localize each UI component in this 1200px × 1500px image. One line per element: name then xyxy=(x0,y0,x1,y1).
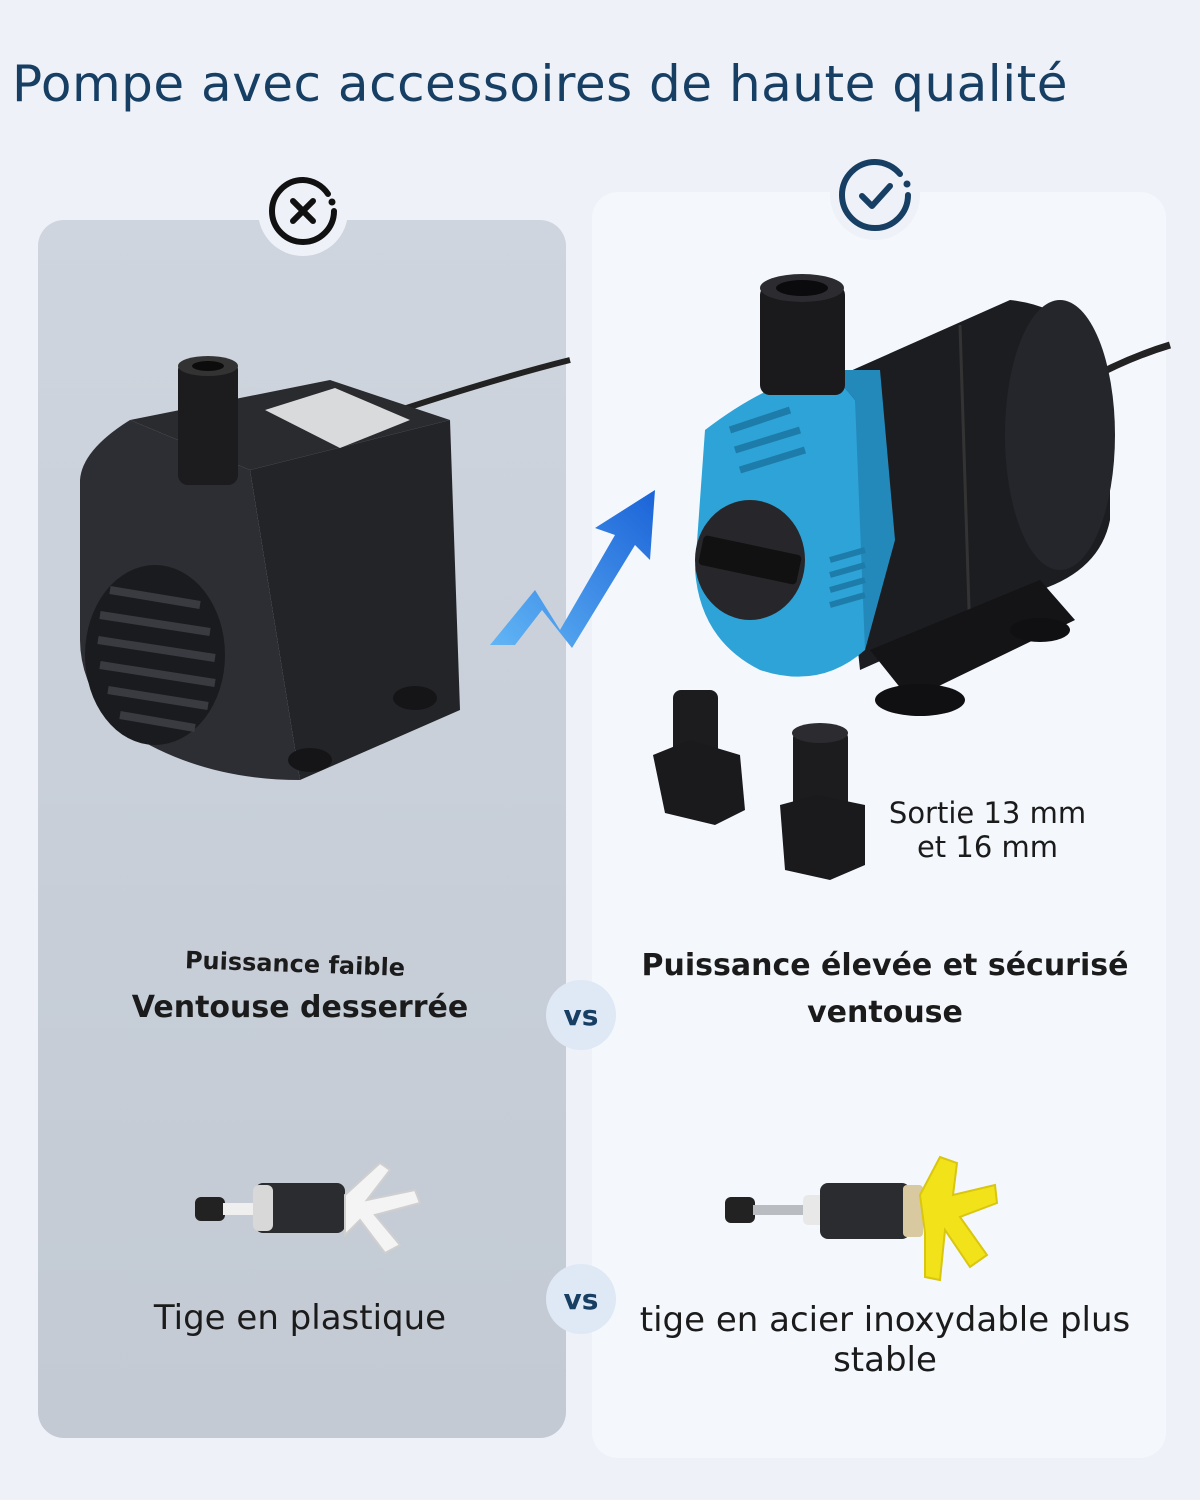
check-circle-badge xyxy=(830,150,920,240)
check-circle-icon xyxy=(839,159,911,231)
steel-shaft-impeller-image xyxy=(725,1155,999,1282)
premium-pump-image xyxy=(695,274,1172,716)
left-feature-line2: Ventouse desserrée xyxy=(131,990,469,1025)
outlet-size-label: Sortie 13 mm et 16 mm xyxy=(880,796,1095,864)
basic-pump-image xyxy=(80,356,571,780)
outlet-size-line2: et 16 mm xyxy=(916,830,1059,864)
vs-badge-shaft: vs xyxy=(546,1264,616,1334)
left-shaft-label: Tige en plastique xyxy=(153,1298,447,1338)
outlet-adapters-image xyxy=(653,690,865,880)
outlet-size-line1: Sortie 13 mm xyxy=(888,796,1087,830)
plastic-shaft-impeller-image xyxy=(195,1161,422,1255)
right-feature-line1: Puissance élevée et sécurisé xyxy=(641,948,1129,983)
vs-badge-features: vs xyxy=(546,980,616,1050)
x-circle-icon xyxy=(269,177,337,245)
right-shaft-label: tige en acier inoxydable plus stable xyxy=(639,1300,1131,1380)
page-title: Pompe avec accessoires de haute qualité xyxy=(12,55,1068,113)
right-feature-line2: ventouse xyxy=(807,995,963,1030)
x-circle-badge xyxy=(258,166,348,256)
upgrade-arrow-icon xyxy=(490,490,655,648)
